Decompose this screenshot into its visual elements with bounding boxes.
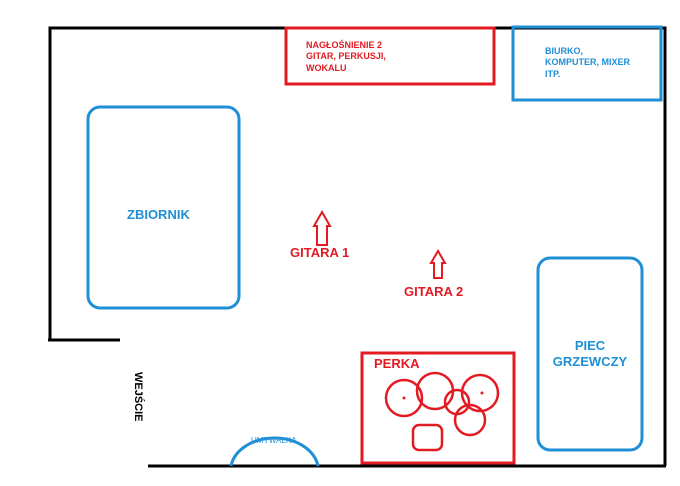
- drum-1: [384, 378, 424, 418]
- drum-5: [453, 403, 487, 437]
- sink-arc: [229, 436, 320, 467]
- guitar-2-arrow: [429, 249, 447, 279]
- guitar-1-arrow: [312, 209, 332, 246]
- drum-4-dot: [480, 391, 484, 395]
- desk-box: [511, 25, 663, 102]
- drums-label: PERKA: [374, 356, 420, 371]
- sound-system-label: NAGŁOŚNIENIE 2 GITAR, PERKUSJI, WOKALU: [306, 40, 386, 73]
- tank-box: [86, 105, 241, 310]
- drums-box: [360, 351, 516, 465]
- desk-label: BIURKO, KOMPUTER, MIXER ITP.: [545, 46, 631, 79]
- guitar-1-label: GITARA 1: [290, 245, 350, 260]
- sound-system-box: [284, 26, 496, 86]
- drum-stool: [411, 423, 444, 452]
- tank-label: ZBIORNIK: [127, 207, 190, 222]
- drum-2: [415, 371, 455, 411]
- entrance-label: WEJŚCIE: [132, 372, 144, 422]
- guitar-2-label: GITARA 2: [404, 284, 464, 299]
- drum-4: [460, 373, 500, 413]
- drum-1-dot: [402, 396, 406, 400]
- sink-label: UMYWALKA: [251, 436, 297, 445]
- heater-label: PIEC GRZEWCZY: [552, 338, 628, 370]
- heater-box: [536, 256, 644, 452]
